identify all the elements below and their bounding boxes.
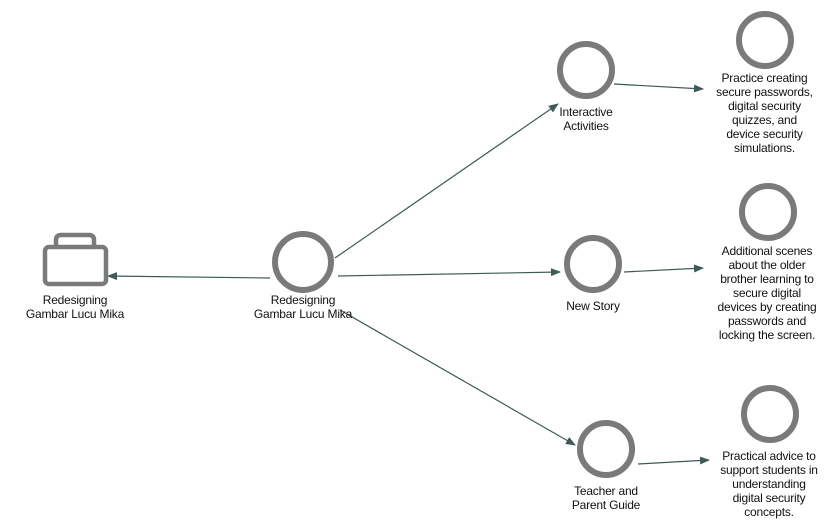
interactive-detail-node-circle[interactable] [736, 11, 794, 69]
project-node-label: Redesigning Gambar Lucu Mika [25, 293, 125, 321]
new-story-node-label: New Story [566, 299, 620, 313]
briefcase-icon[interactable] [42, 232, 109, 287]
edge-interactive-to-detail [613, 83, 704, 93]
edge-root-to-interactive [334, 103, 559, 259]
edge-root-to-teacher-guide [339, 309, 576, 446]
interactive-activities-node-label: Interactive Activities [559, 105, 613, 133]
edge-root-to-project [107, 272, 271, 281]
edge-teacher-guide-to-detail [637, 456, 710, 465]
interactive-activities-node-circle[interactable] [557, 41, 615, 99]
teacher-guide-node-label: Teacher and Parent Guide [571, 484, 641, 512]
edge-root-to-new-story [337, 268, 561, 277]
new-story-detail-node-label: Additional scenes about the older brothe… [717, 244, 817, 342]
teacher-detail-node-label: Practical advice to support students in … [720, 449, 818, 519]
teacher-detail-node-circle[interactable] [741, 385, 799, 443]
edge-new-story-to-detail [623, 264, 704, 273]
new-story-node-circle[interactable] [564, 235, 622, 293]
root-node-circle[interactable] [272, 231, 334, 293]
new-story-detail-node-circle[interactable] [739, 183, 797, 241]
root-node-label: Redesigning Gambar Lucu Mika [253, 293, 353, 321]
interactive-detail-node-label: Practice creating secure passwords, digi… [716, 71, 813, 155]
teacher-guide-node-circle[interactable] [577, 420, 635, 478]
